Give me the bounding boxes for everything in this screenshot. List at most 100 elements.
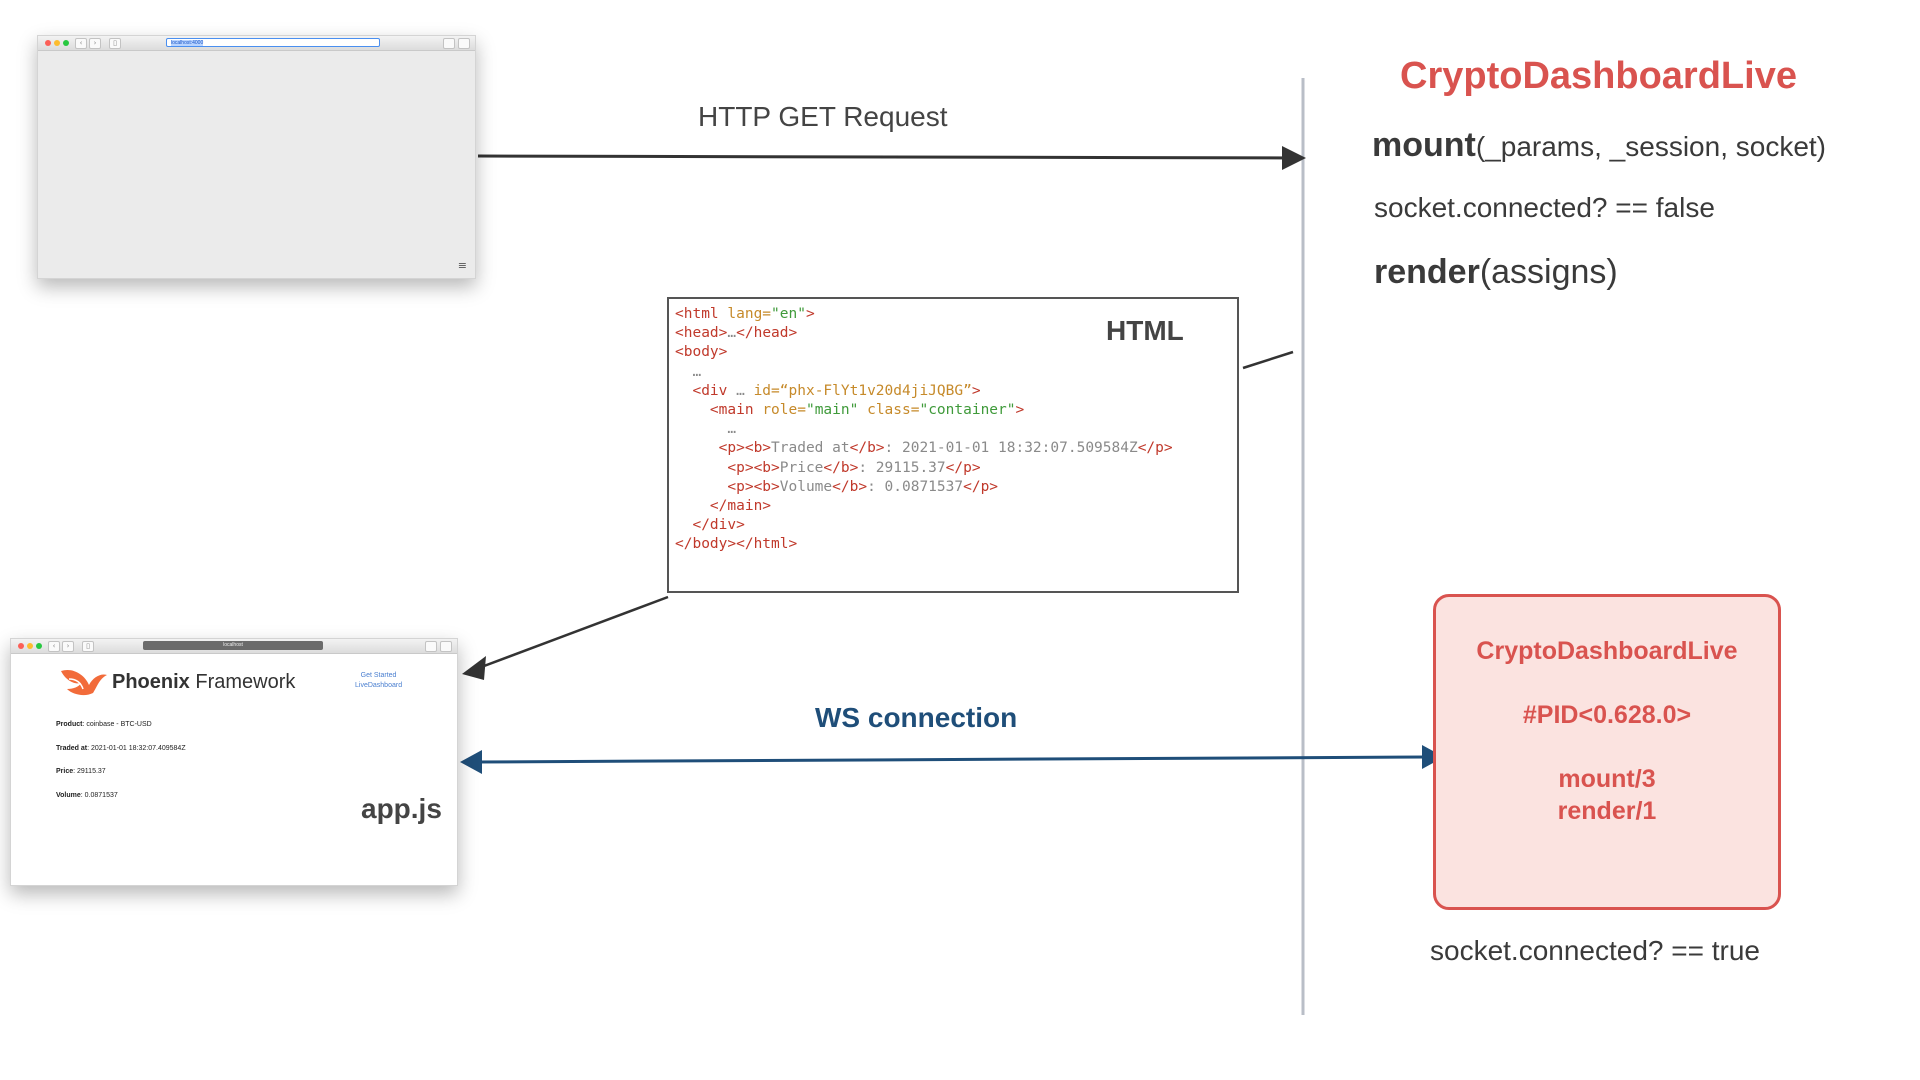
code-token: "en" [771, 306, 806, 322]
code-line: <p><b>Price</b>: 29115.37</p> [675, 459, 1173, 478]
code-token: </body></html> [675, 536, 798, 553]
render-callback: render(assigns) [1374, 253, 1618, 292]
settings-slider-icon: ≡ [457, 259, 467, 272]
code-token: </b> [823, 459, 859, 476]
code-token: "container" [919, 402, 1016, 419]
ws-connection-label: WS connection [815, 702, 1018, 733]
http-request-arrow-line [477, 154, 1301, 160]
code-token: > [971, 382, 981, 399]
code-token: </b> [832, 478, 868, 495]
process-callback-mount: mount/3 [1558, 765, 1656, 793]
minimize-dot-icon[interactable] [54, 40, 60, 46]
code-token: </b> [849, 440, 885, 457]
code-token: "main" [805, 402, 859, 419]
code-line: <html lang="en"> [675, 305, 1173, 324]
ws-arrowhead-left [460, 750, 482, 774]
code-line: <div … id=“phx-FlYt1v20d4jiJQBG”> [675, 382, 1173, 401]
code-token: … [736, 382, 754, 399]
code-line: <p><b>Volume</b>: 0.0871537</p> [675, 478, 1173, 497]
phoenix-brand: Phoenix Framework [112, 671, 295, 694]
ws-arrow-line [474, 755, 1429, 764]
mount-function-name: mount [1372, 126, 1476, 164]
html-response-box: <html lang="en"><head>…</head><body> … <… [667, 297, 1239, 593]
phoenix-logo-icon [61, 669, 107, 696]
code-line: <head>…</head> [675, 324, 1173, 343]
mount-callback: mount(_params, _session, socket) [1372, 126, 1826, 165]
app-js-label: app.js [361, 793, 442, 824]
code-token: Volume [779, 478, 833, 495]
tabs-icon[interactable] [440, 641, 452, 652]
browser-toolbar-bottom: ‹ › ▯ localhost [11, 639, 457, 654]
response-arrowhead [462, 656, 486, 680]
http-request-label: HTTP GET Request [698, 101, 948, 132]
server-module-title: CryptoDashboardLive [1400, 55, 1797, 97]
close-dot-icon[interactable] [45, 40, 51, 46]
maximize-dot-icon[interactable] [36, 643, 42, 649]
code-token: id= [753, 382, 780, 399]
brand-bold: Phoenix [112, 671, 190, 693]
back-icon[interactable]: ‹ [48, 641, 60, 652]
field-volume: Volume: 0.0871537 [56, 791, 118, 799]
sidebar-icon[interactable]: ▯ [109, 38, 121, 49]
code-token: … [675, 363, 702, 380]
code-line: … [675, 420, 1173, 439]
share-icon[interactable] [443, 38, 455, 49]
code-line: <main role="main" class="container"> [675, 401, 1173, 420]
code-token: role= [762, 402, 806, 419]
code-token: … [727, 325, 737, 342]
forward-icon[interactable]: › [62, 641, 74, 652]
code-token: : 2021-01-01 18:32:07.509584Z [884, 440, 1138, 457]
minimize-dot-icon[interactable] [27, 643, 33, 649]
browser-window-rendered: ‹ › ▯ localhost Phoenix Framework Get St… [10, 638, 458, 886]
html-code-snippet: <html lang="en"><head>…</head><body> … <… [675, 305, 1173, 555]
code-token: Price [779, 459, 824, 476]
browser-toolbar: ‹ › ▯ localhost:4000 [38, 36, 475, 51]
code-line: </div> [675, 516, 1173, 535]
code-token: <main [675, 402, 763, 419]
code-token: > [1015, 402, 1025, 419]
field-price: Price: 29115.37 [56, 768, 106, 775]
render-arguments: (assigns) [1479, 253, 1618, 291]
browser-window-initial: ‹ › ▯ localhost:4000 ≡ [37, 35, 476, 279]
code-token: lang= [727, 306, 772, 322]
code-token: <head> [675, 325, 728, 342]
brand-rest: Framework [189, 671, 296, 693]
response-arrow-line [467, 595, 669, 674]
url-bar[interactable]: localhost:4000 [166, 38, 380, 47]
code-token: <p><b> [675, 478, 780, 495]
maximize-dot-icon[interactable] [63, 40, 69, 46]
close-dot-icon[interactable] [18, 643, 24, 649]
liveview-process-box: CryptoDashboardLive #PID<0.628.0> mount/… [1433, 594, 1781, 910]
code-token: </p> [945, 459, 981, 476]
mount-arguments: (_params, _session, socket) [1475, 131, 1826, 162]
nav-link-livedashboard[interactable]: LiveDashboard [355, 682, 403, 689]
render-function-name: render [1374, 253, 1480, 291]
forward-icon[interactable]: › [89, 38, 101, 49]
process-callback-render: render/1 [1557, 797, 1657, 825]
code-token: Traded at [771, 440, 850, 457]
process-pid: #PID<0.628.0> [1522, 701, 1692, 729]
code-token: <div [675, 382, 737, 399]
socket-connected-false: socket.connected? == false [1374, 192, 1715, 223]
code-line: </main> [675, 497, 1173, 516]
code-token: > [805, 306, 815, 322]
back-icon[interactable]: ‹ [75, 38, 87, 49]
code-token: <body> [675, 344, 728, 361]
url-bar[interactable]: localhost [143, 641, 323, 650]
code-token: : 0.0871537 [867, 478, 964, 495]
url-text: localhost:4000 [171, 40, 204, 46]
url-text: localhost [223, 642, 243, 648]
window-controls [45, 40, 69, 46]
code-token: “phx-FlYt1v20d4jiJQBG” [779, 382, 972, 399]
socket-connected-true: socket.connected? == true [1430, 935, 1760, 966]
nav-link-get-started[interactable]: Get Started [360, 672, 397, 679]
share-icon[interactable] [425, 641, 437, 652]
code-line: <p><b>Traded at</b>: 2021-01-01 18:32:07… [675, 439, 1173, 458]
nav-links: Get Started LiveDashboard [355, 671, 402, 691]
code-token: <p><b> [675, 459, 780, 476]
sidebar-icon[interactable]: ▯ [82, 641, 94, 652]
code-token: </p> [963, 478, 999, 495]
tabs-icon[interactable] [458, 38, 470, 49]
ticker-fields: Product: coinbase - BTC-USD Traded at: 2… [56, 721, 186, 815]
